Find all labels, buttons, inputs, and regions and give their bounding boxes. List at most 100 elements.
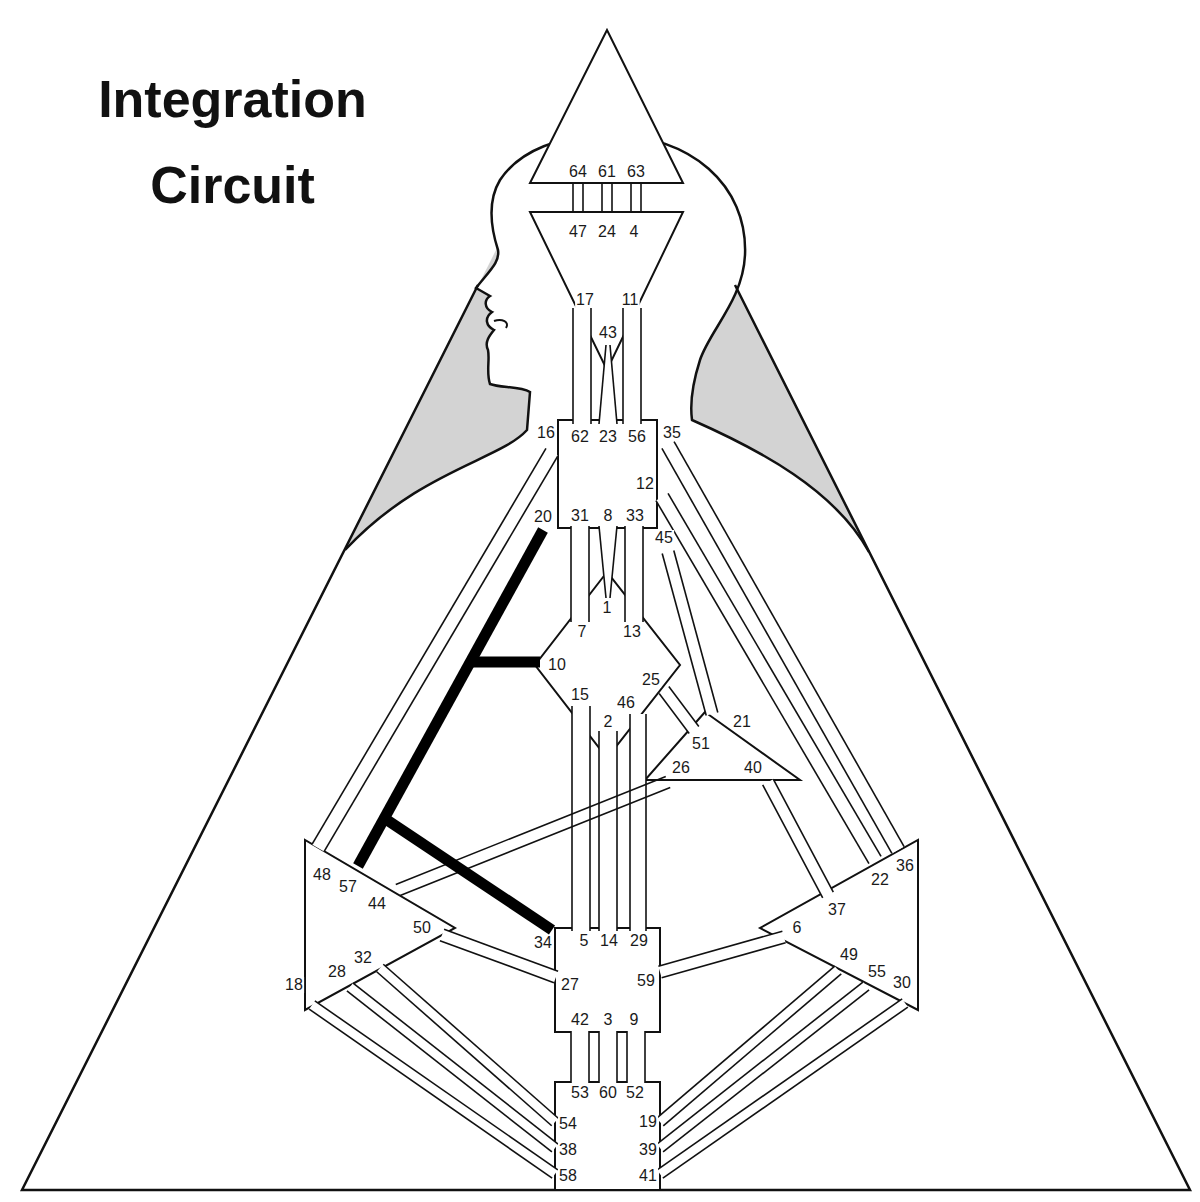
channel-fill xyxy=(625,526,643,622)
gate-number: 40 xyxy=(743,760,763,776)
channel-edge xyxy=(624,526,626,622)
gate-number: 59 xyxy=(636,973,656,989)
channel-edge xyxy=(630,184,632,211)
outer-triangle xyxy=(22,285,1190,1190)
channel-edge xyxy=(588,526,590,622)
sacral-center xyxy=(555,928,660,1032)
channel-fill xyxy=(658,931,785,978)
channel-fill xyxy=(659,686,699,733)
gate-number: 16 xyxy=(536,425,556,441)
gate-number: 12 xyxy=(635,476,655,492)
channel-edge xyxy=(610,526,617,598)
channel-edge xyxy=(674,442,904,847)
gate-number: 22 xyxy=(870,872,890,888)
channel-edge xyxy=(582,184,584,211)
gate-number: 53 xyxy=(570,1085,590,1101)
channel-edge xyxy=(610,345,617,424)
channel-fill xyxy=(657,982,869,1152)
throat-center xyxy=(558,420,657,528)
channel-edge xyxy=(763,785,823,898)
channel-edge xyxy=(599,526,606,598)
channel-fill xyxy=(631,184,641,211)
gate-number: 45 xyxy=(654,530,674,546)
channel-edge xyxy=(570,526,572,622)
aura-shade xyxy=(22,30,1190,1190)
channel-fill xyxy=(571,526,589,622)
channel-fill xyxy=(573,308,591,424)
channel-edge xyxy=(640,308,642,424)
gate-number: 43 xyxy=(598,325,618,341)
gate-number: 56 xyxy=(627,429,647,445)
gate-number: 27 xyxy=(560,977,580,993)
gate-number: 57 xyxy=(338,879,358,895)
gate-number: 49 xyxy=(839,947,859,963)
solar-plexus-center xyxy=(760,840,918,1010)
gate-number: 17 xyxy=(575,292,595,308)
body-silhouette xyxy=(345,135,869,552)
gate-number: 14 xyxy=(599,933,619,949)
gate-number: 8 xyxy=(603,508,614,524)
channel-fill xyxy=(623,308,641,424)
gate-number: 37 xyxy=(827,902,847,918)
channel-edge xyxy=(657,966,835,1118)
gate-number: 60 xyxy=(598,1085,618,1101)
gate-number: 3 xyxy=(603,1012,614,1028)
gate-number: 29 xyxy=(629,933,649,949)
channel-edge xyxy=(598,731,600,931)
channel-edge xyxy=(377,972,552,1126)
channel-edge xyxy=(622,308,624,424)
channel-edge xyxy=(663,1007,908,1178)
root-center xyxy=(555,1082,660,1190)
body-fill xyxy=(22,135,1190,1190)
gate-number: 6 xyxy=(792,920,803,936)
channel-edge xyxy=(571,706,573,931)
channels xyxy=(309,184,908,1178)
channel-fill xyxy=(571,1031,589,1083)
gate-number: 36 xyxy=(895,858,915,874)
channel-edge xyxy=(312,448,546,844)
gate-number: 25 xyxy=(641,672,661,688)
channel-fill xyxy=(377,964,559,1126)
channel-fill xyxy=(657,966,841,1126)
channel-edge xyxy=(572,308,574,424)
gate-number: 47 xyxy=(568,224,588,240)
channel-57-34 xyxy=(384,818,552,930)
channel-edge xyxy=(572,184,574,211)
channel-edge xyxy=(383,964,558,1118)
gate-number: 30 xyxy=(892,975,912,991)
channel-fill xyxy=(599,731,617,931)
channel-edge xyxy=(396,776,666,884)
gate-number: 5 xyxy=(579,933,590,949)
gate-number: 7 xyxy=(577,624,588,640)
channel-fill xyxy=(572,706,590,931)
channel-fill xyxy=(309,1001,558,1178)
channel-fill xyxy=(347,983,558,1152)
channel-edge xyxy=(644,1031,646,1083)
gate-number: 19 xyxy=(638,1114,658,1130)
gate-number: 9 xyxy=(629,1012,640,1028)
gate-number: 44 xyxy=(367,896,387,912)
channel-edge xyxy=(588,1031,590,1083)
gate-number: 48 xyxy=(312,867,332,883)
gate-number: 54 xyxy=(558,1116,578,1132)
gate-number: 38 xyxy=(558,1142,578,1158)
lips xyxy=(494,320,507,328)
gate-number: 64 xyxy=(568,164,588,180)
channel-fill xyxy=(662,442,904,854)
channel-fill xyxy=(627,1031,645,1083)
channel-edge xyxy=(347,991,552,1152)
channel-edge xyxy=(662,554,706,716)
channel-fill xyxy=(602,184,612,211)
gate-number: 33 xyxy=(625,508,645,524)
channel-fill xyxy=(573,184,583,211)
gate-number: 50 xyxy=(412,920,432,936)
gate-number: 10 xyxy=(547,657,567,673)
channel-edge xyxy=(658,931,782,966)
channel-fill xyxy=(656,493,881,863)
channel-edge xyxy=(657,999,902,1170)
channel-edge xyxy=(590,308,592,424)
channel-fill xyxy=(599,345,617,424)
channel-edge xyxy=(657,982,863,1144)
channel-edge xyxy=(616,1031,618,1083)
